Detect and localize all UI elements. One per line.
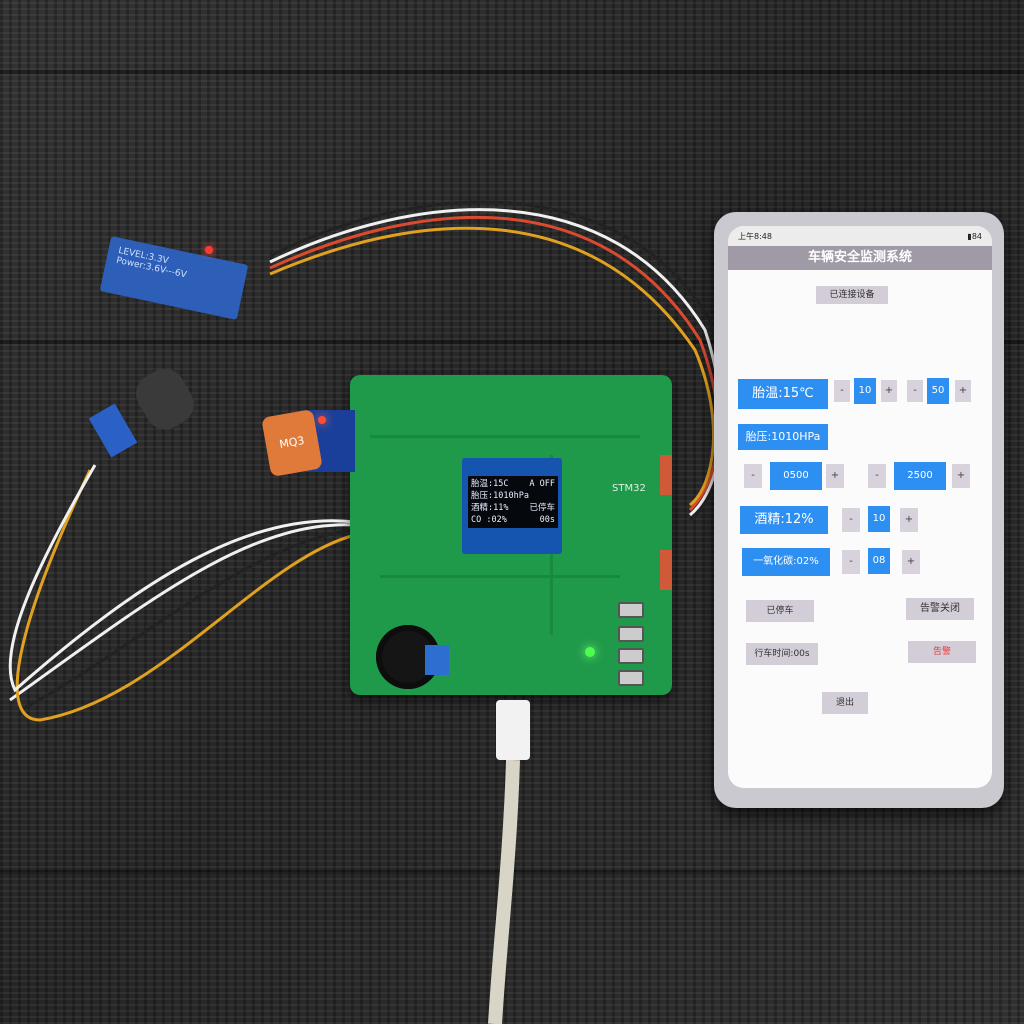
stm32-label: STM32 bbox=[612, 483, 646, 494]
tactile-button[interactable] bbox=[618, 626, 644, 642]
tactile-button[interactable] bbox=[618, 670, 644, 686]
oled-display: 胎温:15C A OFF 胎压:1010hPa 酒精:11% 已停车 CO :02%… bbox=[468, 476, 558, 528]
temp-high-value: 50 bbox=[927, 378, 949, 404]
oled-line: 胎温:15C A OFF bbox=[471, 478, 555, 490]
connected-device-button[interactable]: 已连接设备 bbox=[816, 286, 888, 304]
parked-button[interactable]: 已停车 bbox=[746, 600, 814, 622]
oled-text: 已停车 bbox=[529, 503, 555, 513]
pressure-low-value: 0500 bbox=[770, 462, 822, 490]
status-time: 上午8:48 bbox=[738, 231, 772, 241]
pressure-high-minus-button[interactable]: - bbox=[868, 464, 886, 488]
exit-button[interactable]: 退出 bbox=[822, 692, 868, 714]
co-minus-button[interactable]: - bbox=[842, 550, 860, 574]
power-led bbox=[585, 647, 595, 657]
oled-text: 00s bbox=[539, 515, 555, 525]
oled-text: CO :02% bbox=[471, 515, 507, 525]
oled-text: 胎压:1010hPa bbox=[471, 491, 529, 501]
co-display: 一氧化碳:02% bbox=[742, 548, 830, 576]
pressure-low-plus-button[interactable]: + bbox=[826, 464, 844, 488]
pcb-trace bbox=[380, 575, 620, 578]
oled-line: CO :02% 00s bbox=[471, 514, 555, 526]
pressure-low-minus-button[interactable]: - bbox=[744, 464, 762, 488]
alarm-button[interactable]: 告警 bbox=[908, 641, 976, 663]
bt-status-led bbox=[205, 246, 213, 254]
pressure-high-value: 2500 bbox=[894, 462, 946, 490]
tire-pressure-display: 胎压:1010HPa bbox=[738, 424, 828, 450]
temp-low-minus-button[interactable]: - bbox=[834, 380, 850, 402]
alcohol-minus-button[interactable]: - bbox=[842, 508, 860, 532]
temp-low-plus-button[interactable]: + bbox=[881, 380, 897, 402]
pressure-high-plus-button[interactable]: + bbox=[952, 464, 970, 488]
mat-stripe bbox=[0, 70, 1024, 74]
tactile-button[interactable] bbox=[618, 602, 644, 618]
usb-connector bbox=[496, 700, 530, 760]
drive-time-button[interactable]: 行车时间:00s bbox=[746, 643, 818, 665]
alarm-off-button[interactable]: 告警关闭 bbox=[906, 598, 974, 620]
mq3-label: MQ3 bbox=[278, 433, 306, 452]
battery-level: 84 bbox=[971, 231, 982, 241]
tactile-button[interactable] bbox=[618, 648, 644, 664]
co-plus-button[interactable]: + bbox=[902, 550, 920, 574]
pin-header bbox=[660, 455, 672, 495]
oled-text: A OFF bbox=[529, 479, 555, 489]
oled-line: 酒精:11% 已停车 bbox=[471, 502, 555, 514]
oled-text: 酒精:11% bbox=[471, 503, 509, 513]
tire-temp-display: 胎温:15℃ bbox=[738, 379, 828, 409]
co-threshold-value: 08 bbox=[868, 548, 890, 574]
phone-screen: 上午8:48 ▮84 车辆安全监测系统 已连接设备 胎温:15℃ - 10 + … bbox=[728, 226, 992, 788]
mq3-led bbox=[318, 416, 326, 424]
temp-low-value: 10 bbox=[854, 378, 876, 404]
mat-stripe bbox=[0, 340, 1024, 344]
oled-text: 胎温:15C bbox=[471, 479, 509, 489]
alcohol-display: 酒精:12% bbox=[740, 506, 828, 534]
mq3-sensor: MQ3 bbox=[261, 408, 323, 478]
buzzer-sticker bbox=[425, 645, 449, 675]
temp-high-minus-button[interactable]: - bbox=[907, 380, 923, 402]
pcb-trace bbox=[370, 435, 640, 438]
temp-high-plus-button[interactable]: + bbox=[955, 380, 971, 402]
pin-header bbox=[660, 550, 672, 590]
alcohol-threshold-value: 10 bbox=[868, 506, 890, 532]
oled-line: 胎压:1010hPa bbox=[471, 490, 555, 502]
battery-icon: ▮84 bbox=[967, 231, 982, 241]
alcohol-plus-button[interactable]: + bbox=[900, 508, 918, 532]
app-title: 车辆安全监测系统 bbox=[728, 246, 992, 270]
status-bar: 上午8:48 ▮84 bbox=[728, 226, 992, 246]
